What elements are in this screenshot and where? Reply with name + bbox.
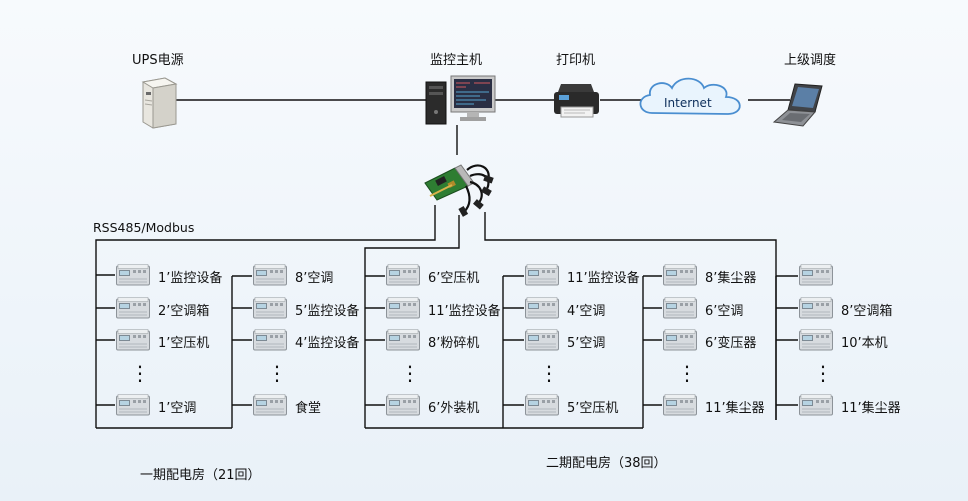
internet-cloud-icon xyxy=(639,77,741,115)
meter-label: 8’空调 xyxy=(295,271,334,286)
meter-label: 8’空调箱 xyxy=(841,304,893,319)
meter-label: 10’本机 xyxy=(841,336,888,351)
meter-icon xyxy=(253,329,287,351)
meter-label: 4’空调 xyxy=(567,304,606,319)
printer-label: 打印机 xyxy=(556,53,596,68)
meter-icon xyxy=(386,394,420,416)
meter-icon xyxy=(799,329,833,351)
meter-icon xyxy=(525,297,559,319)
meter-icon xyxy=(116,297,150,319)
meter-label: 8’粉碎机 xyxy=(428,336,480,351)
meter-icon xyxy=(253,264,287,286)
ellipsis: ⋮ xyxy=(130,361,150,385)
meter-icon xyxy=(386,264,420,286)
ellipsis: ⋮ xyxy=(813,361,833,385)
meter-label: 11’监控设备 xyxy=(567,271,640,286)
serial-card-icon xyxy=(424,164,494,217)
meter-icon xyxy=(386,297,420,319)
host-label: 监控主机 xyxy=(430,53,483,68)
meter-icon xyxy=(386,329,420,351)
meter-label: 4’监控设备 xyxy=(295,336,360,351)
monitoring-host-icon xyxy=(425,75,496,125)
meter-icon xyxy=(253,394,287,416)
meter-icon xyxy=(663,394,697,416)
meter-label: 5’空调 xyxy=(567,336,606,351)
ups-icon xyxy=(141,77,178,129)
ups-label: UPS电源 xyxy=(132,53,184,68)
dispatch-label: 上级调度 xyxy=(784,53,837,68)
meter-icon xyxy=(799,297,833,319)
meter-label: 2’空调箱 xyxy=(158,304,210,319)
internet-label: Internet xyxy=(664,96,712,110)
laptop-icon xyxy=(772,83,823,127)
meter-label: 11’集尘器 xyxy=(705,401,765,416)
meter-label: 6’空压机 xyxy=(428,271,480,286)
meter-label: 11’监控设备 xyxy=(428,304,501,319)
meter-icon xyxy=(525,264,559,286)
meter-icon xyxy=(525,329,559,351)
meter-label: 6’空调 xyxy=(705,304,744,319)
meter-icon xyxy=(799,394,833,416)
room-label-2: 二期配电房（38回） xyxy=(546,456,667,471)
meter-label: 1’监控设备 xyxy=(158,271,223,286)
meter-icon xyxy=(799,264,833,286)
meter-label: 食堂 xyxy=(295,401,322,416)
printer-icon xyxy=(554,84,599,118)
protocol-label: RSS485/Modbus xyxy=(93,220,195,235)
meter-icon xyxy=(663,264,697,286)
ellipsis: ⋮ xyxy=(539,361,559,385)
room-label-1: 一期配电房（21回） xyxy=(140,468,261,483)
meter-label: 1’空调 xyxy=(158,401,197,416)
meter-icon xyxy=(663,329,697,351)
meter-label: 6’变压器 xyxy=(705,336,757,351)
meter-label: 8’集尘器 xyxy=(705,271,757,286)
ellipsis: ⋮ xyxy=(677,361,697,385)
ellipsis: ⋮ xyxy=(267,361,287,385)
meter-label: 5’空压机 xyxy=(567,401,619,416)
meter-label: 1’空压机 xyxy=(158,336,210,351)
meter-icon xyxy=(116,264,150,286)
meter-icon xyxy=(253,297,287,319)
meter-label: 5’监控设备 xyxy=(295,304,360,319)
meter-label: 11’集尘器 xyxy=(841,401,901,416)
meter-icon xyxy=(116,329,150,351)
meter-icon xyxy=(116,394,150,416)
meter-icon xyxy=(663,297,697,319)
ellipsis: ⋮ xyxy=(400,361,420,385)
meter-label: 6’外装机 xyxy=(428,401,480,416)
meter-icon xyxy=(525,394,559,416)
